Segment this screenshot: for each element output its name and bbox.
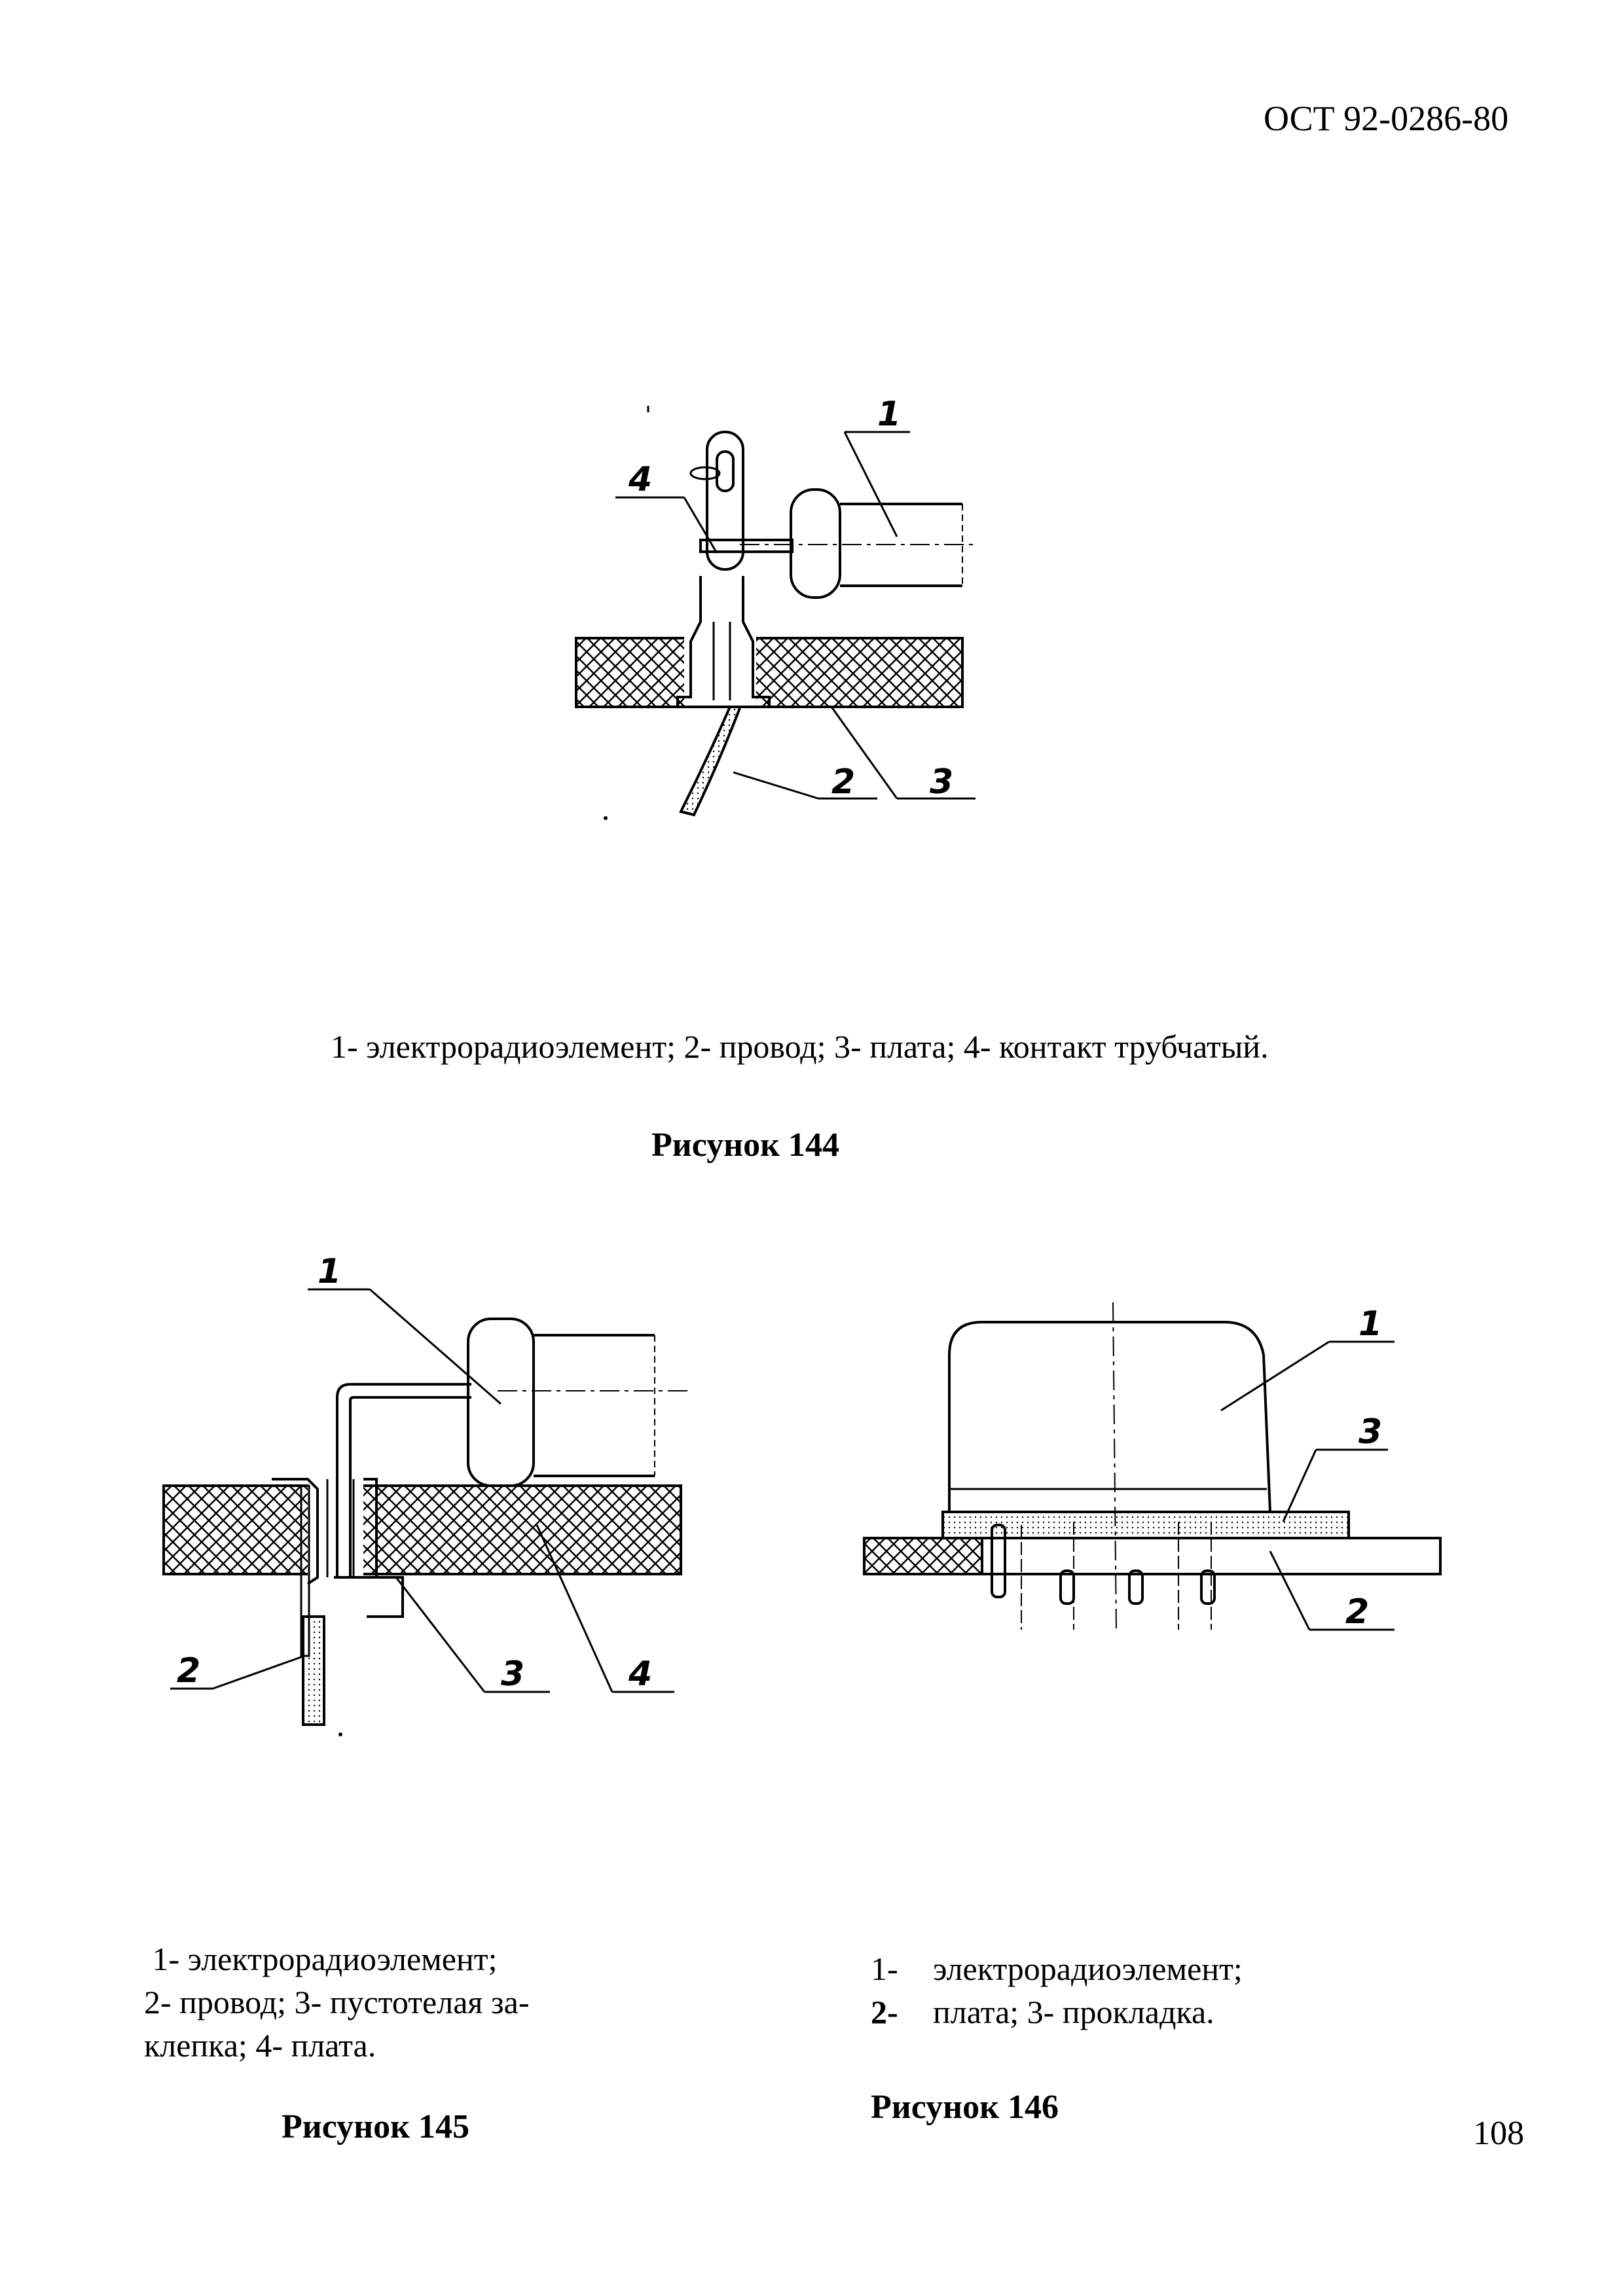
figure-145-legend-line: 2- провод; 3- пустотелая за-	[144, 1984, 530, 2020]
figure-145-title: Рисунок 145	[282, 2108, 470, 2145]
figure-146-title: Рисунок 146	[871, 2089, 1059, 2126]
document-code: ОСТ 92-0286-80	[1264, 99, 1509, 138]
figure-144-title: Рисунок 144	[651, 1126, 840, 1164]
page-number: 108	[1473, 2115, 1524, 2152]
figure-146-legend-item: 2- плата; 3- прокладка.	[871, 1990, 1243, 2034]
callout-145-4: 4	[628, 1655, 652, 1694]
figure-146-legend-item: 1- электрорадиоэлемент;	[871, 1947, 1243, 1990]
callout-145-2: 2	[177, 1651, 200, 1691]
legend-text: электрорадиоэлемент;	[933, 1950, 1243, 1987]
callout-144-2: 2	[831, 762, 855, 802]
callout-144-4: 4	[628, 460, 652, 499]
callout-146-2: 2	[1345, 1592, 1369, 1632]
legend-text: плата; 3- прокладка.	[933, 1994, 1214, 2030]
figure-145-legend-line: клепка; 4- плата.	[144, 2027, 376, 2064]
callout-145-1: 1	[318, 1252, 341, 1291]
figure-145-legend: 1- электрорадиоэлемент; 2- провод; 3- пу…	[144, 1937, 529, 2067]
figure-146-legend: 1- электрорадиоэлемент; 2- плата; 3- прокл…	[871, 1947, 1243, 2034]
callout-144-3: 3	[930, 762, 953, 802]
legend-number: 2-	[871, 1994, 898, 2030]
figure-146-drawing: 1 3 2	[863, 1302, 1442, 1632]
figure-144-legend: 1- электрорадиоэлемент; 2- провод; 3- пл…	[331, 1028, 1269, 1065]
figure-145-legend-line: 1- электрорадиоэлемент;	[144, 1941, 498, 1977]
legend-number: 1-	[871, 1950, 898, 1987]
callout-144-1: 1	[877, 395, 901, 434]
figure-145-drawing: 1 2 3 4	[162, 1252, 687, 1736]
callout-146-3: 3	[1359, 1412, 1382, 1452]
callout-145-3: 3	[501, 1655, 524, 1694]
figure-144-drawing: 1 4 2 3	[575, 395, 976, 820]
callout-146-1: 1	[1359, 1304, 1382, 1344]
